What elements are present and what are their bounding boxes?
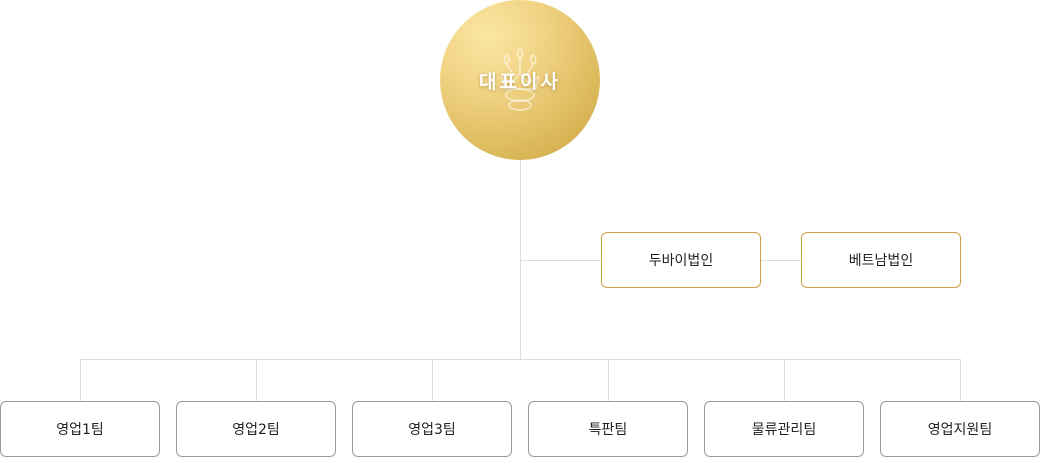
connector-team-drop <box>256 359 257 401</box>
team-sales-support[interactable]: 영업지원팀 <box>880 401 1040 457</box>
crown-icon <box>500 47 540 111</box>
connector-team-drop <box>432 359 433 401</box>
connector-team-drop <box>784 359 785 401</box>
connector-teams-bus <box>80 359 961 360</box>
team-sales-2[interactable]: 영업2팀 <box>176 401 336 457</box>
connector-team-drop <box>80 359 81 401</box>
team-logistics[interactable]: 물류관리팀 <box>704 401 864 457</box>
team-sales-1[interactable]: 영업1팀 <box>0 401 160 457</box>
branch-vietnam[interactable]: 베트남법인 <box>801 232 961 288</box>
connector-team-drop <box>960 359 961 401</box>
connector-team-drop <box>608 359 609 401</box>
team-sales-3[interactable]: 영업3팀 <box>352 401 512 457</box>
team-special-sales[interactable]: 특판팀 <box>528 401 688 457</box>
ceo-label: 대표이사 <box>479 70 561 93</box>
branch-dubai[interactable]: 두바이법인 <box>601 232 761 288</box>
ceo-node[interactable]: 대표이사 <box>440 0 600 160</box>
